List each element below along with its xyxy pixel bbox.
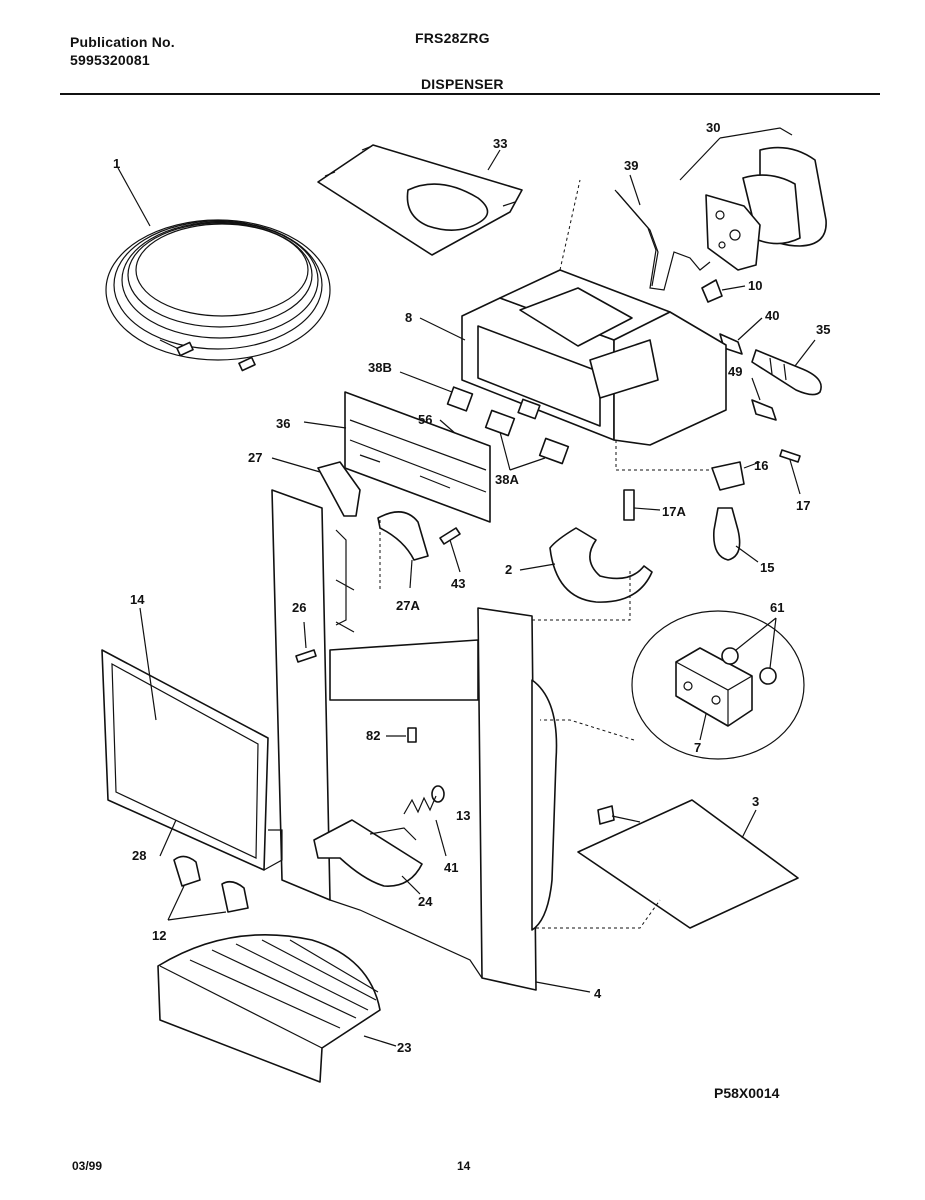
callout-35: 35 [816,322,830,337]
callout-41: 41 [444,860,458,875]
part-12-clips [167,855,249,921]
callout-10: 10 [748,278,762,293]
part-38A-switches [484,398,570,471]
callout-1: 1 [113,156,120,171]
callout-3: 3 [752,794,759,809]
part-30-light-cover [679,127,827,271]
part-7-switch-detail [540,610,805,760]
part-82-screw [386,727,417,743]
part-41-spring [403,795,447,857]
callout-27A: 27A [396,598,420,613]
part-39-wire-harness [614,174,711,291]
part-16-lamp-socket [711,461,761,491]
callout-23: 23 [397,1040,411,1055]
callout-7: 7 [694,740,701,755]
footer-date: 03/99 [72,1159,102,1173]
diagram-code: P58X0014 [714,1085,780,1101]
publication-label: Publication No. [70,34,175,50]
part-33-cover-plate [317,144,523,256]
callout-36: 36 [276,416,290,431]
callout-49: 49 [728,364,742,379]
callout-labels: 1 33 30 39 10 8 40 35 38B 49 36 56 27 38… [113,120,830,1055]
part-23-drip-tray [157,933,397,1083]
callout-38B: 38B [368,360,392,375]
callout-12: 12 [152,928,166,943]
callout-38A: 38A [495,472,519,487]
publication-number: 5995320081 [70,52,150,68]
part-49-clip [751,377,777,421]
part-10-socket [701,279,746,303]
callout-14: 14 [130,592,145,607]
callout-30: 30 [706,120,720,135]
callout-56: 56 [418,412,432,427]
part-1-tubing-coil [105,167,331,372]
part-17-screw [779,449,801,495]
part-2-deflector [519,527,653,603]
footer-page-number: 14 [457,1159,471,1173]
callout-26: 26 [292,600,306,615]
callout-61: 61 [770,600,784,615]
callout-33: 33 [493,136,507,151]
callout-4: 4 [594,986,602,1001]
part-27A-arm [377,511,429,589]
callout-40: 40 [765,308,779,323]
callout-28: 28 [132,848,146,863]
part-3-control-board [536,799,799,929]
section-title: DISPENSER [421,76,504,92]
part-61-nuts [721,617,777,685]
model-number: FRS28ZRG [415,30,490,46]
part-14-trim-panel [101,607,269,871]
callout-13: 13 [456,808,470,823]
callout-39: 39 [624,158,638,173]
header-rule [60,93,880,95]
part-36-panel-bracket [303,391,491,523]
part-17A-screw [623,489,661,521]
callout-8: 8 [405,310,412,325]
part-43-screw [439,527,461,573]
callout-82: 82 [366,728,380,743]
part-38B-switch [399,371,474,412]
part-8-dispenser-housing [419,179,727,471]
part-15-bulb [712,507,759,563]
part-27-actuator [271,457,361,517]
callout-24: 24 [418,894,433,909]
callout-16: 16 [754,458,768,473]
part-4-front-frame [271,489,631,993]
part-24-paddle [313,819,423,895]
callout-15: 15 [760,560,774,575]
callout-27: 27 [248,450,262,465]
callout-43: 43 [451,576,465,591]
part-35-lamp-bulb [751,339,822,396]
part-28-gasket [159,819,283,871]
part-26-screw [295,621,317,663]
callout-17A: 17A [662,504,686,519]
callout-2: 2 [505,562,512,577]
part-13-seal [431,785,445,803]
callout-17: 17 [796,498,810,513]
